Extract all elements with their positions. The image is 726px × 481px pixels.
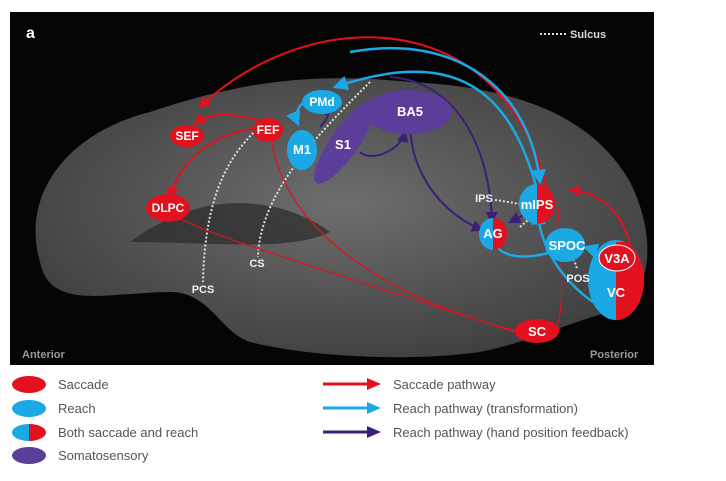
legend-saccade: Saccade [12,374,109,394]
label-pmd: PMd [309,95,334,109]
label-spoc: SPOC [549,238,586,253]
region-m1 [287,130,317,170]
label-sef: SEF [175,129,198,143]
label-fef: FEF [257,123,280,137]
legend-both: Both saccade and reach [12,422,198,442]
brain-surface [35,78,648,358]
legend-feedback-pathway: Reach pathway (hand position feedback) [323,422,629,442]
legend-label: Saccade [58,376,109,392]
label-dlpc: DLPC [152,201,185,215]
region-fef [253,118,283,142]
label-pcs: PCS [192,284,215,296]
region-spoc [545,228,585,262]
red-arrow-icon [323,378,381,390]
brain-diagram-panel: SEF FEF PMd M1 S1 BA5 DLPC AG mIPS SPOC … [10,12,654,365]
region-ag [479,218,493,250]
legend-label: Reach pathway (transformation) [393,400,578,416]
region-sc [515,319,559,343]
label-vc: VC [607,285,626,300]
sulcus-legend: Sulcus [570,29,606,41]
label-ag: AG [483,226,503,241]
label-s1: S1 [335,137,351,152]
purple-arrow-icon [323,426,381,438]
region-ba5 [364,90,452,134]
legend-reach-pathway: Reach pathway (transformation) [323,398,578,418]
sylvian-fissure [130,203,330,245]
label-sc: SC [528,324,547,339]
legend-label: Reach [58,400,96,416]
legend-label: Both saccade and reach [58,424,199,440]
legend-reach: Reach [12,398,96,418]
label-ba5: BA5 [397,104,423,119]
label-m1: M1 [293,142,311,157]
region-mips [519,184,537,224]
legend-label: Saccade pathway [393,376,496,392]
region-sef [170,125,204,147]
region-v3a [598,244,636,272]
both-swatch [12,423,46,441]
posterior-label: Posterior [590,349,639,361]
somatosensory-swatch [12,446,46,464]
legend-label: Somatosensory [58,447,149,463]
region-dlpc [146,194,190,222]
label-ips: IPS [475,193,493,205]
blue-arrow-icon [323,402,381,414]
label-v3a: V3A [604,251,630,266]
region-pmd [302,90,342,114]
label-cs: CS [249,258,264,270]
anterior-label: Anterior [22,349,66,361]
brain-diagram: SEF FEF PMd M1 S1 BA5 DLPC AG mIPS SPOC … [22,25,648,361]
saccade-swatch [12,375,46,393]
reach-swatch [12,399,46,417]
region-s1 [314,100,376,184]
legend-saccade-pathway: Saccade pathway [323,374,496,394]
legend-somatosensory: Somatosensory [12,445,148,465]
legend-label: Reach pathway (hand position feedback) [393,424,629,440]
label-pos: POS [566,273,589,285]
panel-label: a [26,25,35,42]
label-mips: mIPS [521,197,554,212]
